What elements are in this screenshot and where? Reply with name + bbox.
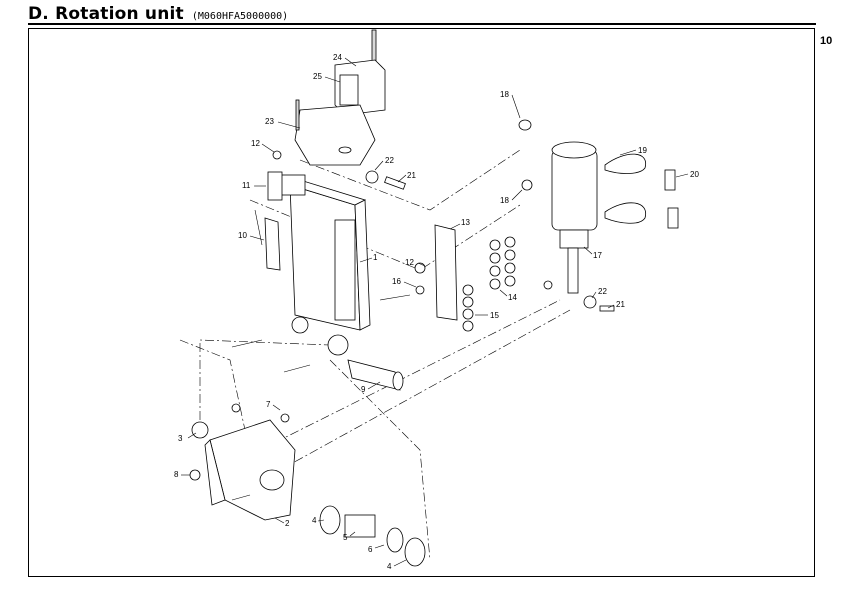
callout-2: 2 — [285, 519, 290, 528]
rotary-cylinder — [518, 119, 679, 312]
page-number: 10 — [820, 35, 833, 47]
part-code: (M060HFA5000000) — [191, 11, 289, 22]
callout-1: 1 — [373, 253, 378, 262]
header-rule — [28, 23, 816, 25]
pin-upper — [365, 170, 406, 190]
callout-23: 23 — [265, 117, 274, 126]
callout-4b: 4 — [387, 562, 392, 571]
callout-labels: 1 2 3 4 4 5 6 7 8 9 10 11 12 12 13 14 15… — [174, 53, 699, 571]
diagram-frame — [28, 28, 815, 577]
section-title: D. Rotation unit — [28, 4, 184, 24]
callout-9: 9 — [361, 385, 366, 394]
callout-22a: 22 — [385, 156, 394, 165]
callout-12b: 12 — [405, 258, 414, 267]
callout-22b: 22 — [598, 287, 607, 296]
callout-14: 14 — [508, 293, 517, 302]
callout-10: 10 — [238, 231, 247, 240]
callout-12a: 12 — [251, 139, 260, 148]
callout-21b: 21 — [616, 300, 625, 309]
callout-4a: 4 — [312, 516, 317, 525]
page-header: D. Rotation unit (M060HFA5000000) — [28, 4, 288, 26]
callout-21a: 21 — [407, 171, 416, 180]
base-bracket — [189, 403, 426, 567]
screws — [231, 209, 411, 501]
callout-25: 25 — [313, 72, 322, 81]
callout-11: 11 — [242, 181, 251, 190]
main-frame — [279, 174, 371, 356]
manifold — [414, 224, 516, 332]
leader-lines — [181, 57, 689, 567]
callout-6: 6 — [368, 545, 373, 554]
callout-16: 16 — [392, 277, 401, 286]
callout-24: 24 — [333, 53, 342, 62]
callout-18b: 18 — [500, 196, 509, 205]
callout-20: 20 — [690, 170, 699, 179]
shaft — [347, 359, 404, 391]
left-blocks — [264, 150, 283, 271]
callout-18a: 18 — [500, 90, 509, 99]
callout-5: 5 — [343, 533, 348, 542]
callout-8: 8 — [174, 470, 179, 479]
callout-3: 3 — [178, 434, 183, 443]
callout-7: 7 — [266, 400, 271, 409]
callout-19: 19 — [638, 146, 647, 155]
callout-15: 15 — [490, 311, 499, 320]
top-bracket — [294, 29, 386, 166]
callout-17: 17 — [593, 251, 602, 260]
callout-13: 13 — [461, 218, 470, 227]
